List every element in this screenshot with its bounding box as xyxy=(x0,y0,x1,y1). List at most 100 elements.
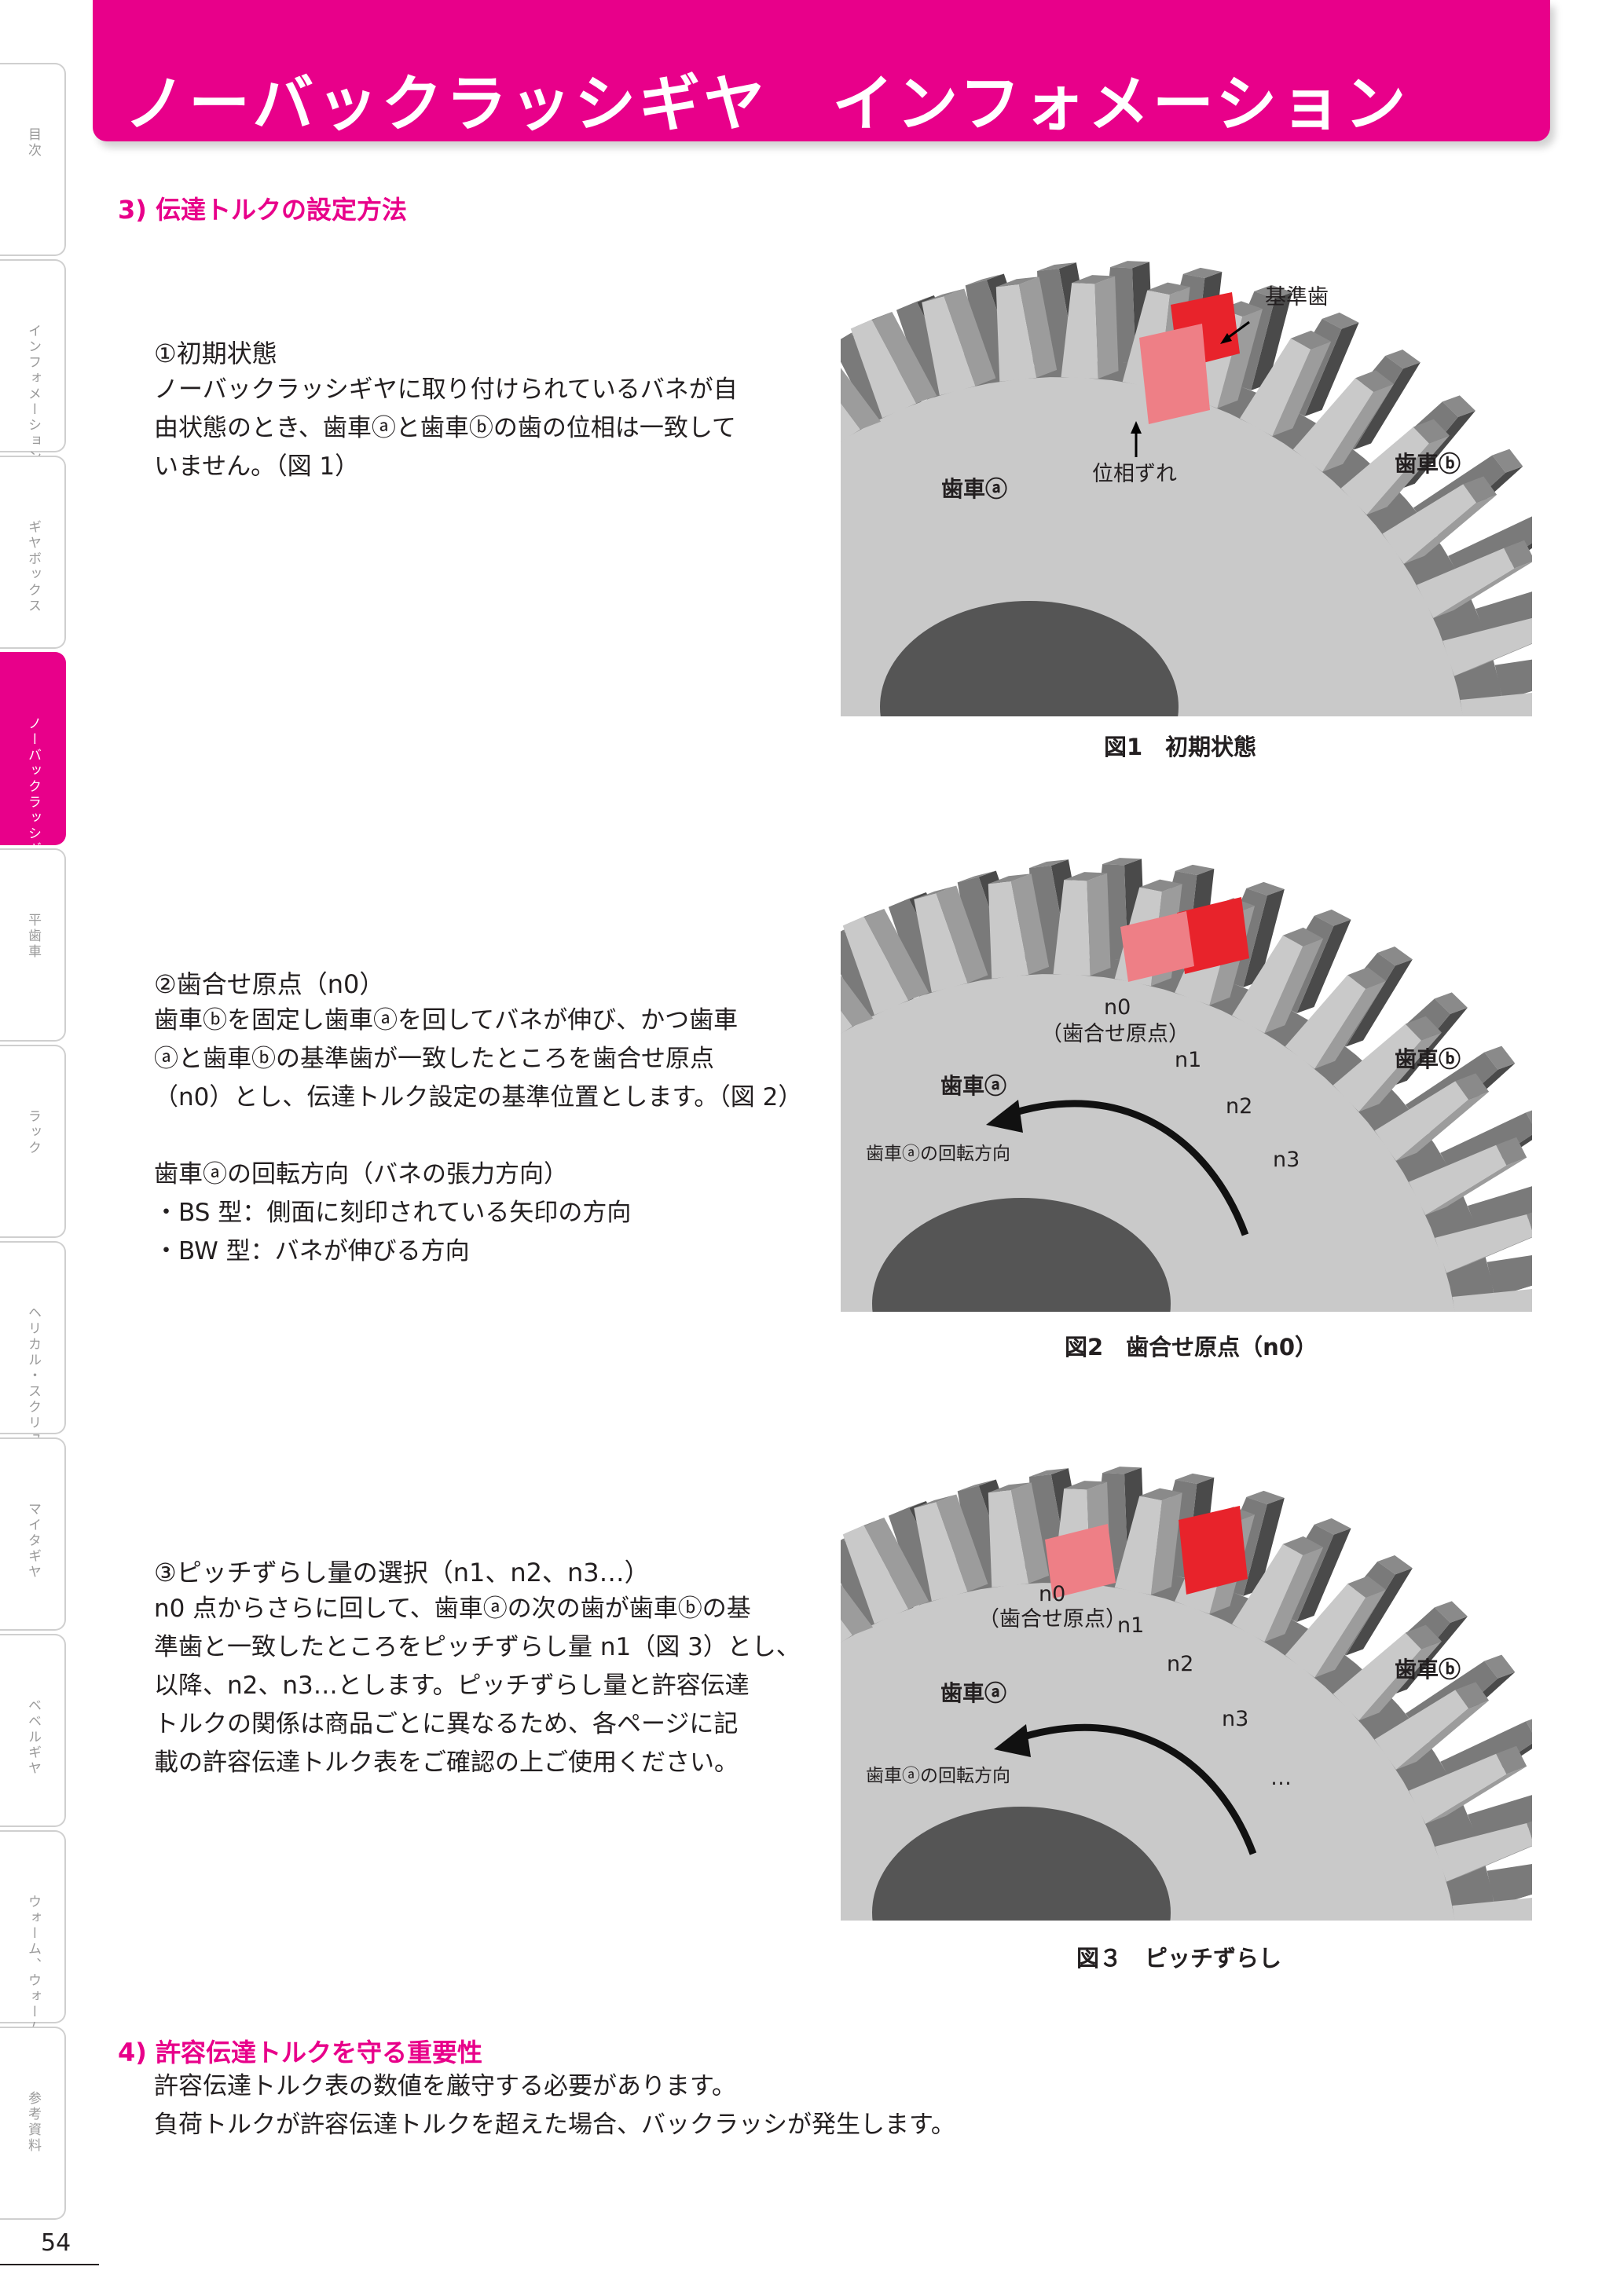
text-line: 歯車ⓐの回転方向（バネの張力方向） xyxy=(154,1160,568,1188)
gear-a-tooth-side xyxy=(841,975,874,1027)
side-tab-10[interactable]: 参考資料 xyxy=(0,2027,66,2220)
side-tab-0[interactable]: 目次 xyxy=(0,63,66,256)
gear-a-tooth xyxy=(988,881,1029,979)
gear-b-tooth-top xyxy=(1526,1719,1532,1733)
side-tab-1[interactable]: インフォメーション xyxy=(0,259,66,465)
gear-a-tooth-top xyxy=(1413,419,1450,444)
side-tab-4[interactable]: 平歯車 xyxy=(0,848,66,1042)
side-tab-label: ベベルギヤ xyxy=(25,1698,41,1777)
side-tab-3[interactable]: ノーバックラッシギヤ xyxy=(0,652,66,873)
section-4-title: 4) 許容伝達トルクを守る重要性 xyxy=(118,2038,483,2067)
gear-a-tooth-top xyxy=(1527,1821,1532,1840)
gear-hub xyxy=(872,1807,1171,1928)
side-tab-label: インフォメーション xyxy=(25,324,41,465)
gear-a-tooth-side xyxy=(1433,561,1532,618)
gear-a-tooth-side xyxy=(1087,873,1111,976)
text-line: ⓐと歯車ⓑの基準歯が一致したところを歯合せ原点 xyxy=(154,1045,714,1073)
gear-b-tooth-top xyxy=(957,1479,996,1492)
figure-2-gear-illustration: n0 （歯合せ原点） n1 n2 n3 歯車ⓐ 歯車ⓑ 歯車ⓐの回転方向 xyxy=(841,858,1532,1320)
gear-a-tooth-top xyxy=(1527,1212,1532,1231)
label-reference-tooth: 基準歯 xyxy=(1265,285,1329,309)
label-gear-b: 歯車ⓑ xyxy=(1395,451,1461,477)
gear-b-tooth-top xyxy=(1314,909,1351,926)
gear-a-tooth-side xyxy=(944,288,996,386)
gear-a-tooth-side xyxy=(1018,276,1058,378)
figure-2-caption: 図2 歯合せ原点（n0） xyxy=(1065,1334,1318,1360)
gear-a-tooth xyxy=(1232,935,1303,1034)
gear-a-tooth xyxy=(842,1525,909,1624)
gear-a-tooth xyxy=(1374,1690,1469,1770)
gear-b-tooth-top xyxy=(1102,858,1142,866)
gear-a-tooth-top xyxy=(914,1494,957,1508)
ref-tooth-arrow xyxy=(1225,320,1250,341)
side-tab-6[interactable]: ヘリカル・スクリューギヤ xyxy=(0,1241,66,1494)
gear-b-tooth-side xyxy=(1354,362,1421,450)
gear-a-tooth-top xyxy=(1463,476,1498,503)
gear-a-tooth-side xyxy=(841,1584,874,1635)
label-gear-a: 歯車ⓐ xyxy=(941,476,1007,502)
gear-a-tooth-side xyxy=(1314,980,1387,1069)
side-tab-7[interactable]: マイタギヤ xyxy=(0,1437,66,1631)
gear-b-tooth-top xyxy=(1182,267,1223,279)
gear-b-tooth-side xyxy=(1346,959,1413,1047)
reference-tooth-b xyxy=(1177,897,1249,974)
gear-a-tooth xyxy=(841,1619,853,1643)
gear-a-tooth xyxy=(1417,547,1515,618)
step-1-text: ノーバックラッシギヤに取り付けられているバネが自 由状態のとき、歯車ⓐと歯車ⓑの… xyxy=(154,371,798,486)
gear-b-tooth-side xyxy=(1296,1528,1351,1622)
gear-b-tooth-top xyxy=(1385,350,1421,369)
gear-b-tooth-top xyxy=(1102,1467,1142,1474)
gear-a-tooth xyxy=(1409,1753,1507,1824)
label-rotation-direction: 歯車ⓐの回転方向 xyxy=(866,1766,1010,1786)
text-line: （n0）とし、伝達トルク設定の基準位置とします。（図 2） xyxy=(154,1083,803,1111)
side-tab-9[interactable]: ウォーム、ウォームホイール xyxy=(0,1830,66,2099)
gear-b-tooth-top xyxy=(1246,1490,1285,1505)
side-tab-8[interactable]: ベベルギヤ xyxy=(0,1634,66,1827)
gear-b-tooth xyxy=(1487,1864,1532,1906)
gear-b-tooth-side xyxy=(1243,889,1285,987)
gear-b-tooth-top xyxy=(1492,449,1523,473)
text-line: 以降、n2、n3…とします。ピッチずらし量と許容伝達 xyxy=(154,1672,750,1700)
gear-b-tooth-top xyxy=(957,870,996,883)
label-gear-b: 歯車ⓑ xyxy=(1395,1046,1461,1072)
text-line: 準歯と一致したところをピッチずらし量 n1（図 3）とし、 xyxy=(154,1633,801,1661)
side-tab-label: 平歯車 xyxy=(25,913,41,960)
gear-a-tooth xyxy=(914,893,968,993)
label-n1: n1 xyxy=(1175,1048,1201,1072)
rotation-arrow xyxy=(1012,1723,1257,1855)
gear-a-tooth-side xyxy=(1272,341,1332,437)
side-tab-5[interactable]: ラック xyxy=(0,1045,66,1238)
gear-a-tooth-top xyxy=(1405,1016,1442,1041)
section-4-text: 許容伝達トルク表の数値を厳守する必要があります。 負荷トルクが許容伝達トルクを超… xyxy=(154,2067,1254,2144)
phase-shifted-tooth-a xyxy=(1139,324,1210,424)
figure-1-gear-illustration: 基準歯 位相ずれ 歯車ⓐ 歯車ⓑ xyxy=(841,261,1532,723)
label-rotation-direction: 歯車ⓐの回転方向 xyxy=(866,1144,1010,1164)
gear-a-tooth-side xyxy=(1264,938,1324,1034)
gear-b-tooth-side xyxy=(1243,1498,1285,1596)
gear-b-tooth-side xyxy=(1304,322,1359,416)
gear-a-tooth-top xyxy=(1282,927,1324,947)
side-tab-2[interactable]: ギヤボックス xyxy=(0,456,66,649)
gear-b-tooth-top xyxy=(1377,947,1413,966)
gear-b-tooth-top xyxy=(1484,1045,1516,1070)
label-n2: n2 xyxy=(1167,1652,1193,1676)
gear-a-tooth-top xyxy=(1147,282,1190,295)
gear-a-tooth xyxy=(1382,484,1477,564)
gear-a-tooth xyxy=(1443,617,1532,676)
text-line: 由状態のとき、歯車ⓐと歯車ⓑの歯の位相は一致して xyxy=(154,414,736,442)
text-line: ノーバックラッシギヤに取り付けられているバネが自 xyxy=(154,375,738,404)
step-3-text: n0 点からさらに回して、歯車ⓐの次の歯が歯車ⓑの基 準歯と一致したところをピッ… xyxy=(154,1590,801,1782)
step-3-title: ③ピッチずらし量の選択（n1、n2、n3…） xyxy=(154,1558,650,1587)
text-line: 載の許容伝達トルク表をご確認の上ご使用ください。 xyxy=(154,1749,739,1777)
gear-b-tooth-top xyxy=(1029,859,1069,869)
gear-a-tooth xyxy=(1240,338,1311,437)
figure-3-caption: 図３ ピッチずらし xyxy=(1076,1945,1282,1972)
label-n1: n1 xyxy=(1117,1613,1144,1638)
gear-a-tooth-side xyxy=(1395,1091,1490,1161)
reference-tooth-b xyxy=(1179,1506,1248,1595)
rotation-arrow xyxy=(1004,1100,1249,1236)
gear-a-tooth-top xyxy=(988,873,1032,884)
text-line: ・BS 型：側面に刻印されている矢印の方向 xyxy=(154,1199,632,1227)
bottom-mask xyxy=(841,1921,1532,1928)
gear-a-tooth xyxy=(1333,1632,1421,1721)
